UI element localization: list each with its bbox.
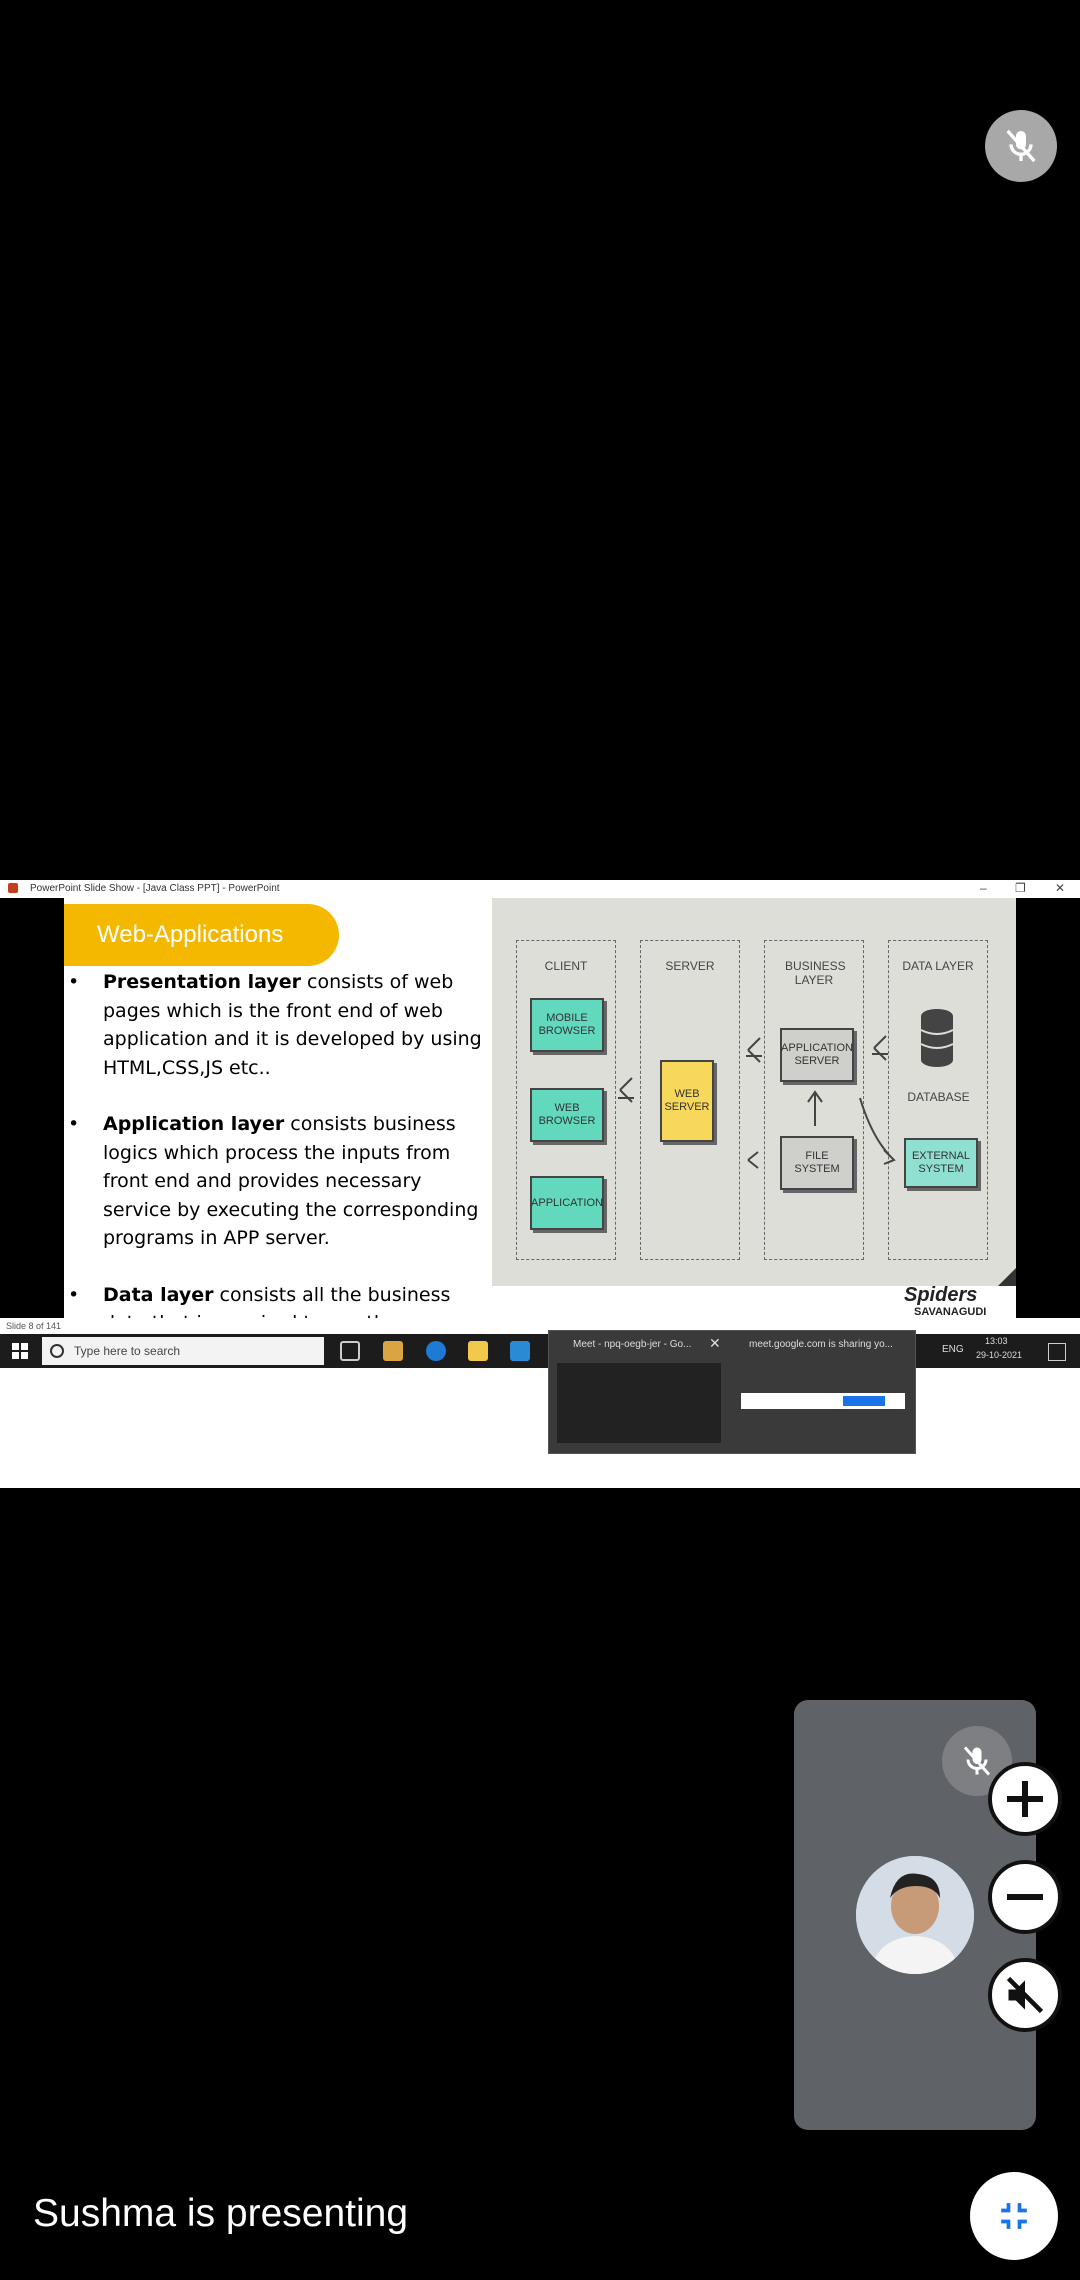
notification-icon[interactable] xyxy=(1048,1343,1066,1361)
mute-audio-button[interactable] xyxy=(988,1958,1062,2032)
preview-right-title: meet.google.com is sharing yo... xyxy=(749,1339,893,1350)
presenting-label: Sushma is presenting xyxy=(33,2192,409,2235)
mail-icon[interactable] xyxy=(510,1341,530,1361)
maximize-button[interactable]: ❐ xyxy=(1015,881,1026,895)
architecture-diagram: CLIENT SERVER BUSINESS LAYER DATA LAYER … xyxy=(492,898,1016,1286)
store-icon[interactable] xyxy=(383,1341,403,1361)
file-explorer-icon[interactable] xyxy=(468,1341,488,1361)
application-box: APPLICATION xyxy=(530,1176,604,1230)
exit-fullscreen-button[interactable] xyxy=(970,2172,1058,2260)
powerpoint-icon xyxy=(8,883,18,893)
windows-taskbar: Type here to search ENG 13:03 29-10-2021 xyxy=(0,1334,1080,1368)
external-system-box: EXTERNAL SYSTEM xyxy=(904,1138,978,1188)
powerpoint-statusbar: Slide 8 of 141 xyxy=(0,1318,1080,1334)
edge-icon[interactable] xyxy=(426,1341,446,1361)
bullet-data-layer: •Data layer consists all the business da… xyxy=(64,1281,494,1319)
mic-off-icon xyxy=(985,110,1057,182)
tray-language: ENG xyxy=(942,1344,964,1355)
column-label: BUSINESS LAYER xyxy=(785,959,846,987)
database-icon xyxy=(920,1008,954,1068)
tray-time: 13:03 xyxy=(985,1336,1008,1346)
zoom-out-button[interactable] xyxy=(988,1860,1062,1934)
web-server-box: WEB SERVER xyxy=(660,1060,714,1142)
mobile-browser-box: MOBILE BROWSER xyxy=(530,998,604,1052)
bullet-list: •Presentation layer consists of web page… xyxy=(64,968,494,1318)
bullet-presentation-layer: •Presentation layer consists of web page… xyxy=(68,971,482,1079)
business-column: BUSINESS LAYER xyxy=(764,940,864,1260)
search-placeholder: Type here to search xyxy=(74,1344,181,1358)
preview-thumbnail-sharing[interactable] xyxy=(741,1393,905,1409)
taskbar-search[interactable]: Type here to search xyxy=(42,1337,324,1365)
tray-date: 29-10-2021 xyxy=(976,1350,1023,1360)
column-label: CLIENT xyxy=(544,959,588,973)
logo-text: Spiders xyxy=(904,1284,978,1306)
logo-subtext: SAVANAGUDI xyxy=(914,1306,987,1318)
data-column: DATA LAYER xyxy=(888,940,988,1260)
bullet-text: consists all the business data that is r… xyxy=(103,1283,451,1319)
volume-off-icon xyxy=(1006,1976,1044,2014)
windows-start-icon[interactable] xyxy=(12,1343,28,1359)
preview-left-title: Meet - npq-oegb-jer - Go... xyxy=(573,1339,692,1350)
preview-close-icon[interactable]: ✕ xyxy=(709,1335,721,1351)
diagram-arrows xyxy=(618,1035,896,1169)
slide: Web-Applications •Presentation layer con… xyxy=(64,898,1016,1318)
application-server-box: APPLICATION SERVER xyxy=(780,1028,854,1082)
plus-icon xyxy=(1007,1781,1043,1817)
preview-thumbnail-meet[interactable] xyxy=(557,1363,721,1443)
fullscreen-exit-icon xyxy=(1001,2203,1027,2229)
letterbox-right xyxy=(1016,898,1080,1318)
letterbox-left xyxy=(0,898,64,1318)
close-button[interactable]: ✕ xyxy=(1055,881,1066,895)
slide-counter: Slide 8 of 141 xyxy=(6,1321,62,1331)
minimize-button[interactable]: – xyxy=(980,881,987,895)
corner-mark xyxy=(998,1268,1016,1286)
shared-screen: PowerPoint Slide Show - [Java Class PPT]… xyxy=(0,880,1080,1488)
bullet-bold: Data layer xyxy=(103,1283,214,1306)
bullet-text: consists business logics which process t… xyxy=(103,1113,479,1249)
server-column: SERVER xyxy=(640,940,740,1260)
bullet-bold: Application layer xyxy=(103,1113,285,1135)
database-label: DATABASE xyxy=(907,1090,970,1104)
task-view-icon[interactable] xyxy=(340,1341,360,1361)
bullet-text: consists of web pages which is the front… xyxy=(103,971,482,1079)
slide-heading: Web-Applications xyxy=(64,904,339,966)
web-browser-box: WEB BROWSER xyxy=(530,1088,604,1142)
column-label: SERVER xyxy=(665,959,715,973)
taskbar-preview-popup: Meet - npq-oegb-jer - Go... ✕ meet.googl… xyxy=(548,1330,916,1454)
bullet-bold: Presentation layer xyxy=(103,971,301,993)
column-label: DATA LAYER xyxy=(902,959,974,973)
window-title: PowerPoint Slide Show - [Java Class PPT]… xyxy=(30,883,280,894)
avatar xyxy=(856,1856,974,1974)
bullet-application-layer: •Application layer consists business log… xyxy=(68,1113,479,1249)
search-icon xyxy=(50,1344,64,1358)
minus-icon xyxy=(1007,1894,1043,1900)
file-system-box: FILE SYSTEM xyxy=(780,1136,854,1190)
stop-sharing-button[interactable] xyxy=(843,1396,885,1406)
powerpoint-titlebar: PowerPoint Slide Show - [Java Class PPT]… xyxy=(0,880,1080,898)
zoom-in-button[interactable] xyxy=(988,1762,1062,1836)
client-column: CLIENT xyxy=(516,940,616,1260)
